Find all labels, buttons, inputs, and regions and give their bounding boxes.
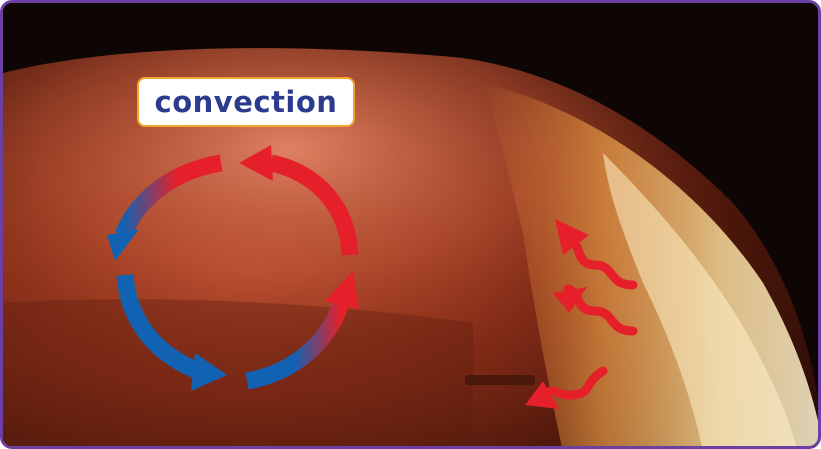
heat-wave-arrow-middle	[553, 287, 633, 331]
heat-wave-arrow-top	[555, 219, 633, 285]
heat-wave-arrow-bottom	[525, 371, 603, 409]
heat-wave-arrows-icon	[3, 3, 821, 449]
